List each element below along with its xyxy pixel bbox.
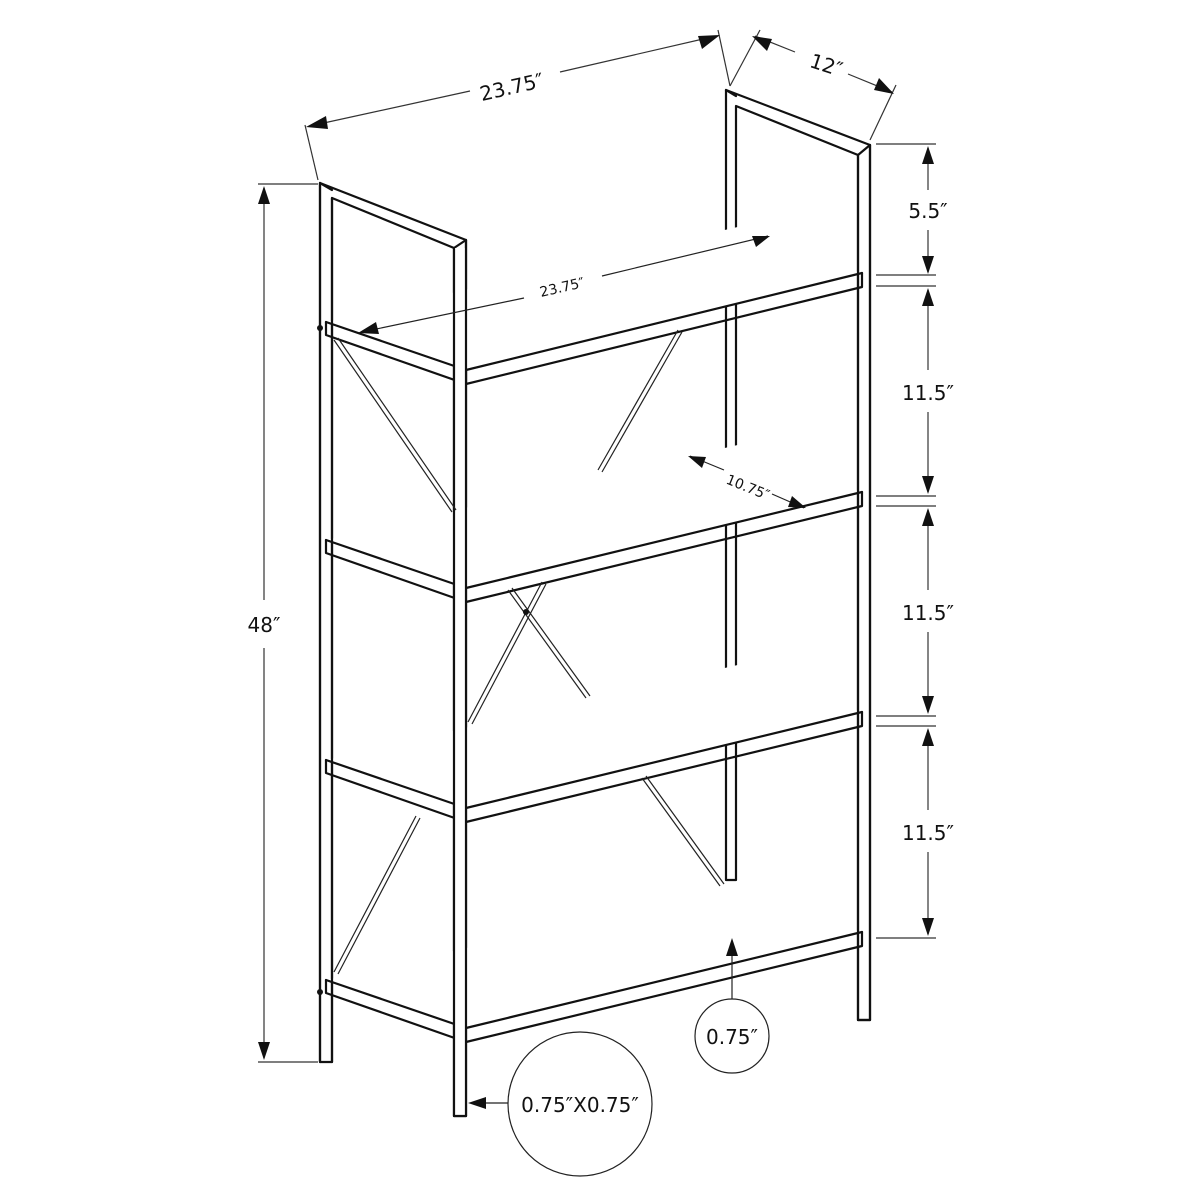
- shelf-1: [324, 226, 864, 386]
- cross-braces: [317, 325, 725, 995]
- shelf-2: [324, 444, 864, 604]
- label-shelf-spacing-1: 11.5″: [902, 381, 954, 405]
- back-left-post: [318, 181, 334, 1064]
- label-shelf-spacing-3: 11.5″: [902, 821, 954, 845]
- label-overall-depth: 12″: [807, 49, 846, 82]
- callout-shelf-thickness: [694, 938, 770, 1074]
- callout-leg-profile: [468, 1031, 653, 1177]
- label-overall-width: 23.75″: [478, 68, 546, 106]
- dimension-shelf-width: [358, 235, 770, 334]
- label-overall-height: 48″: [248, 613, 281, 637]
- label-shelf-spacing-2: 11.5″: [902, 601, 954, 625]
- shelf-3: [324, 664, 864, 824]
- label-shelf-thickness: 0.75″: [706, 1025, 758, 1049]
- dimension-overall-depth: [729, 29, 897, 141]
- dimension-shelf-depth: [688, 455, 806, 509]
- dimension-overall-height: [258, 183, 318, 1063]
- label-leg-profile: 0.75″X0.75″: [521, 1093, 639, 1117]
- label-top-clearance: 5.5″: [908, 199, 947, 223]
- dimension-vertical-stack: [876, 143, 936, 939]
- shelf-4: [324, 885, 864, 1044]
- front-left-post: [452, 238, 468, 1118]
- front-right-post: [856, 143, 872, 1022]
- dimension-overall-width: [304, 29, 731, 181]
